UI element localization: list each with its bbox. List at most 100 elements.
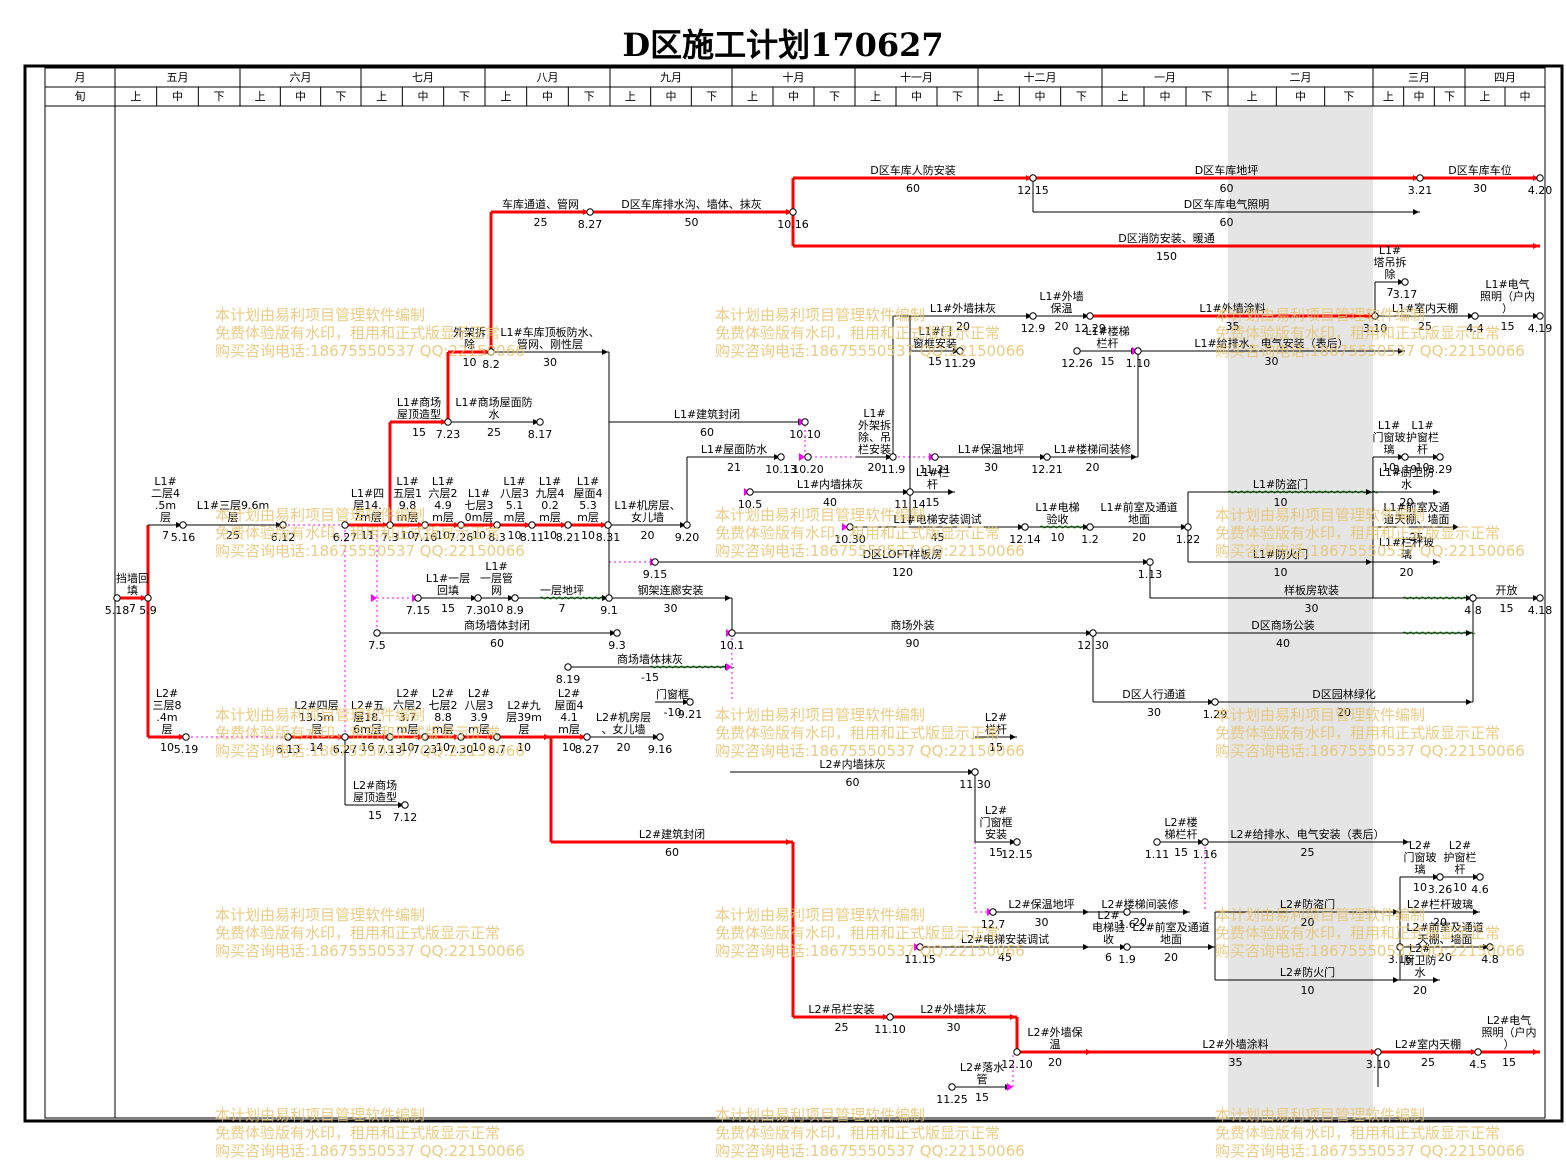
activity-name: 门窗框 — [656, 687, 689, 701]
activity-name: L2#电气 — [1487, 1013, 1531, 1027]
arrow-head — [1433, 559, 1439, 565]
activity-duration: 15 — [1501, 320, 1515, 333]
event-node — [1021, 523, 1029, 531]
activity-name: 外架拆 — [453, 325, 486, 339]
activity-name: L2#室内天棚 — [1395, 1037, 1461, 1051]
activity-name: m层 — [577, 511, 599, 524]
event-date: 4.8 — [1481, 953, 1499, 966]
arrow-head — [1368, 313, 1374, 319]
activity-name: m层 — [397, 723, 419, 736]
event-node — [971, 768, 979, 776]
arrow-head — [683, 699, 689, 705]
activity-duration: 45 — [931, 531, 945, 544]
activity-duration: 20 — [1164, 951, 1178, 964]
activity-name: 水 — [1401, 478, 1412, 491]
arrow-head — [1181, 524, 1187, 530]
activity-name: D区园林绿化 — [1312, 687, 1375, 701]
event-date: 8.19 — [556, 673, 581, 686]
arrow-head — [1083, 524, 1089, 530]
event-date: 12.10 — [1001, 1058, 1033, 1071]
activity-name: L1# — [1411, 419, 1433, 432]
arrow-head — [1533, 595, 1539, 601]
arrow-head — [948, 489, 954, 495]
activity-duration: 20 — [1048, 1056, 1062, 1069]
arrow-head — [1403, 839, 1409, 845]
event-date: 7.23 — [413, 743, 438, 756]
period-label: 上 — [1118, 90, 1129, 103]
activity-name: 三层8 — [153, 699, 182, 712]
event-date: 9.1 — [600, 604, 618, 617]
arrow-head — [583, 209, 589, 215]
event-date: 1.22 — [1176, 533, 1201, 546]
event-node — [536, 418, 544, 426]
month-label: 十月 — [783, 70, 805, 84]
activity-name: 样板房软装 — [1284, 583, 1339, 597]
activity-name: 开放 — [1496, 583, 1518, 597]
activity-duration: 10 — [1301, 984, 1315, 997]
activity-name: 0m层 — [465, 511, 494, 524]
event-node — [1153, 838, 1161, 846]
activity-duration: 15 — [928, 355, 942, 368]
activity-name: 除、吊 — [858, 430, 891, 444]
activity-duration: 20 — [1413, 984, 1427, 997]
activity-name: L1#车库顶板防水、 — [500, 325, 599, 339]
event-node — [586, 208, 594, 216]
arrow-head — [1083, 909, 1089, 915]
activity-duration: -15 — [641, 671, 659, 684]
month-label: 二月 — [1290, 71, 1312, 84]
event-node — [801, 418, 809, 426]
arrow-head — [1466, 699, 1472, 705]
activity-name: L1#电梯 — [1035, 501, 1079, 514]
activity-name: 车库通道、管网 — [502, 197, 579, 211]
activity-name: L1#栏 — [916, 465, 949, 479]
event-node — [182, 733, 190, 741]
event-date: 1.13 — [1138, 568, 1163, 581]
activity-name: 窗框安装 — [913, 336, 957, 350]
arrow-head — [1398, 454, 1404, 460]
event-node — [1086, 523, 1094, 531]
event-date: 7.15 — [406, 604, 431, 617]
dependency-arrow-head — [371, 594, 377, 602]
page-title: D区施工计划170627 — [622, 26, 944, 64]
activity-name: ） — [1502, 302, 1513, 315]
activity-name: 厨卫防 — [1404, 953, 1437, 967]
activity-name: 4.9 — [434, 499, 452, 512]
activity-duration: 10 — [1413, 881, 1427, 894]
activity-name: L2#电梯安装调试 — [961, 932, 1049, 946]
activity-duration: 60 — [1220, 216, 1234, 229]
activity-name: 七层3 — [465, 499, 494, 512]
activity-name: L2#建筑封闭 — [639, 827, 705, 841]
activity-name: 7m层 — [353, 511, 382, 524]
activity-name: 照明（户内 — [1482, 1025, 1537, 1039]
activity-name: 屋顶造型 — [353, 790, 397, 804]
month-header-label: 月 — [75, 71, 86, 84]
activity-duration: 20 — [1337, 706, 1351, 719]
activity-duration: 150 — [1156, 250, 1177, 263]
event-date: 8.27 — [578, 218, 603, 231]
arrow-head — [383, 734, 389, 740]
event-node — [279, 521, 287, 529]
event-node — [931, 453, 939, 461]
arrow-head — [1413, 175, 1419, 181]
activity-name: L2#保温地坪 — [1008, 897, 1074, 911]
activity-duration: 10 — [1051, 531, 1065, 544]
activity-name: L1#防盗门 — [1253, 477, 1308, 491]
arrow-head — [1010, 839, 1016, 845]
event-date: 1.9 — [1118, 953, 1136, 966]
event-node — [144, 594, 152, 602]
activity-duration: 50 — [685, 216, 699, 229]
activity-name: 一层地坪 — [540, 584, 584, 597]
activity-duration: 120 — [892, 566, 913, 579]
event-date: 3.19 — [1393, 463, 1418, 476]
arrow-head — [968, 769, 974, 775]
activity-name: 栏安装 — [858, 442, 891, 456]
arrow-head — [1413, 209, 1419, 215]
activity-name: L2# — [985, 711, 1007, 724]
activity-duration: 10 — [472, 741, 486, 754]
activity-name: 除 — [1385, 267, 1396, 281]
period-label: 上 — [1247, 90, 1258, 103]
activity-duration: 60 — [906, 182, 920, 195]
event-date: 9.20 — [675, 531, 700, 544]
arrow-head — [1208, 944, 1214, 950]
period-label: 中 — [1035, 90, 1046, 103]
